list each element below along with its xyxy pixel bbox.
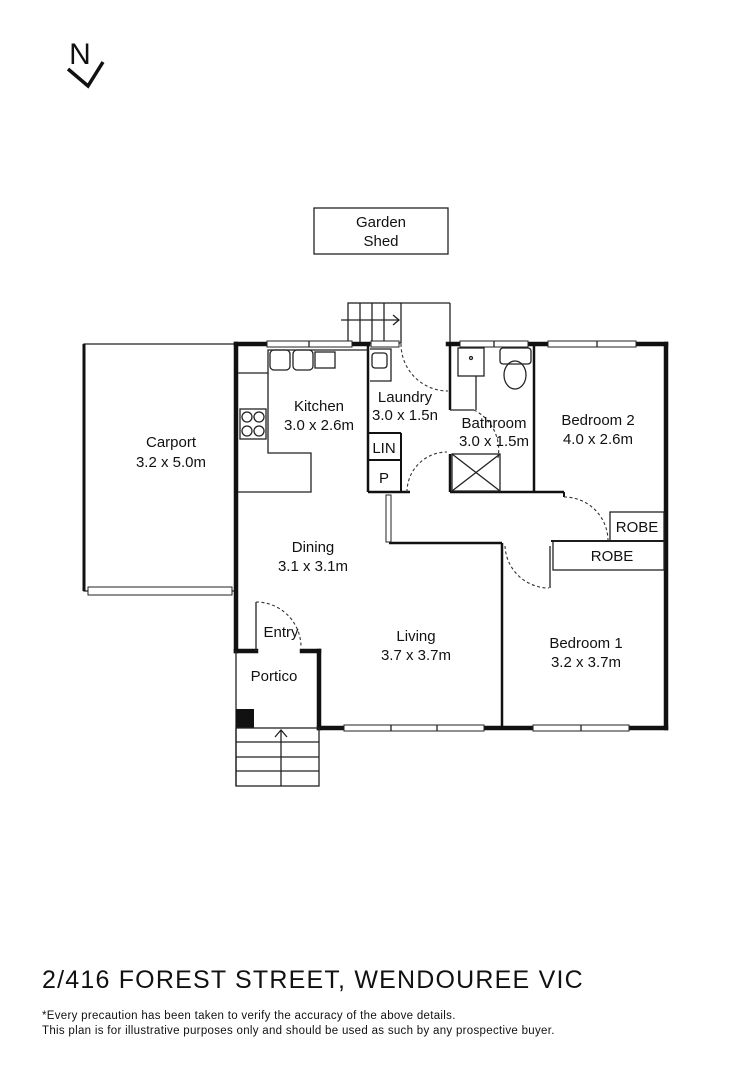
interior-walls [366, 344, 565, 728]
entry-portico: Entry Portico [235, 601, 320, 787]
robe-lower-label: ROBE [591, 548, 634, 565]
laundry-label: Laundry [378, 389, 433, 406]
rear-stairs [341, 302, 451, 344]
north-arrow-icon: N [66, 38, 105, 89]
laundry-door-swing [400, 343, 449, 392]
toilet-cistern-icon [499, 347, 532, 365]
vanity-icon [457, 347, 485, 377]
bathroom-label: Bathroom [461, 415, 526, 432]
dining-living: Dining 3.1 x 3.1m Living 3.7 x 3.7m [278, 539, 451, 664]
toilet-icon [503, 360, 527, 390]
shower-icon [451, 453, 501, 492]
bedroom1-label: Bedroom 1 [549, 635, 622, 652]
disclaimer-line-1: *Every precaution has been taken to veri… [42, 1010, 456, 1022]
living-label: Living [396, 628, 435, 645]
laundry-door-swing-2 [406, 451, 448, 493]
garden-shed-label-2: Shed [363, 233, 398, 250]
windows [266, 340, 637, 732]
bedroom1-door-swing [504, 545, 550, 589]
kitchen-fixtures: Kitchen 3.0 x 2.6m [238, 349, 368, 493]
kitchen-label: Kitchen [294, 398, 344, 415]
north-label: N [69, 38, 91, 71]
garden-shed-label: Garden [356, 214, 406, 231]
front-stairs [235, 727, 320, 787]
bathroom-size: 3.0 x 1.5m [459, 433, 529, 450]
linen-label: LIN [372, 440, 395, 457]
sink-icon [269, 349, 291, 371]
pantry-label: P [379, 470, 389, 487]
sink-icon [292, 349, 314, 371]
carport: Carport 3.2 x 5.0m [82, 343, 236, 596]
carport-label: Carport [146, 434, 197, 451]
bedroom2-door-swing [563, 496, 609, 541]
drainer-icon [314, 351, 336, 369]
disclaimer: *Every precaution has been taken to veri… [42, 1009, 555, 1039]
cooktop-icon [239, 408, 267, 440]
living-size: 3.7 x 3.7m [381, 647, 451, 664]
robe-lower [552, 540, 665, 571]
bedroom2-size: 4.0 x 2.6m [563, 431, 633, 448]
laundry-tub-icon [371, 352, 388, 369]
dining-size: 3.1 x 3.1m [278, 558, 348, 575]
bedroom1-size: 3.2 x 3.7m [551, 654, 621, 671]
entry-label: Entry [263, 624, 299, 641]
bedroom2-label: Bedroom 2 [561, 412, 634, 429]
pillar [236, 709, 254, 728]
garden-shed: Garden Shed [313, 207, 449, 255]
bathroom-door-swing [473, 409, 500, 459]
property-address: 2/416 FOREST STREET, WENDOUREE VIC [42, 966, 584, 994]
bedroom-2: Bedroom 2 4.0 x 2.6m ROBE ROBE [551, 412, 665, 571]
laundry-size: 3.0 x 1.5n [372, 407, 438, 424]
robe-upper-label: ROBE [616, 519, 659, 536]
dining-label: Dining [292, 539, 335, 556]
bedroom-1: Bedroom 1 3.2 x 3.7m [504, 545, 623, 671]
disclaimer-line-2: This plan is for illustrative purposes o… [42, 1025, 555, 1037]
carport-size: 3.2 x 5.0m [136, 454, 206, 471]
portico-label: Portico [251, 668, 298, 685]
bathroom: Bathroom 3.0 x 1.5m [451, 347, 532, 492]
entry-door-swing [255, 601, 302, 648]
up-arrow-icon [274, 729, 288, 738]
kitchen-size: 3.0 x 2.6m [284, 417, 354, 434]
laundry: Laundry 3.0 x 1.5n LIN P [370, 343, 449, 493]
laundry-tub-icon [370, 348, 392, 382]
